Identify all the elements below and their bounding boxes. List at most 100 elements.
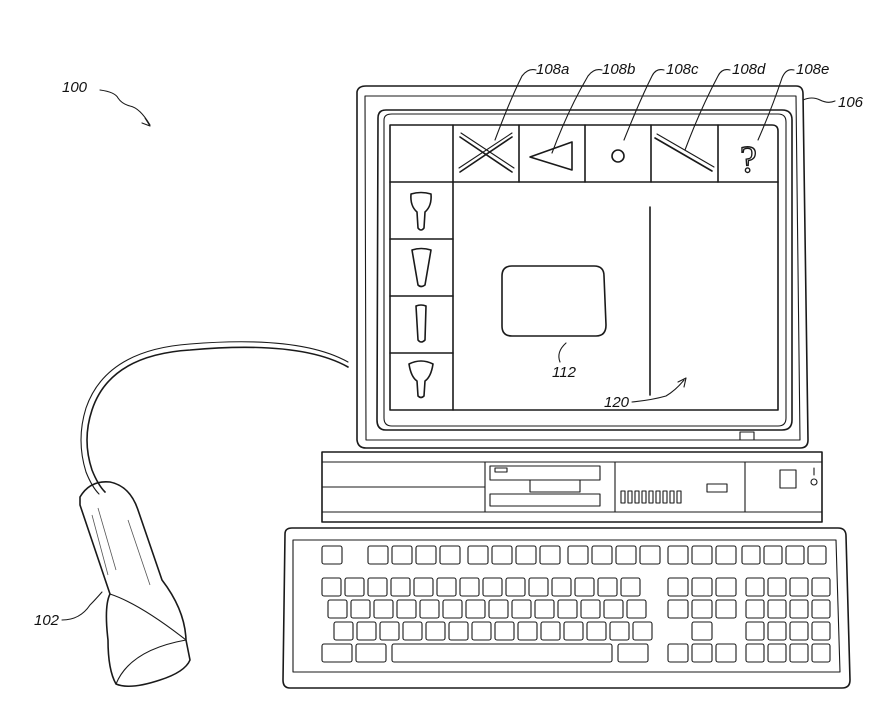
keyboard-key[interactable]	[529, 578, 548, 596]
line-icon[interactable]	[655, 134, 714, 171]
keyboard-key[interactable]	[328, 600, 347, 618]
power-button[interactable]	[811, 479, 817, 485]
keyboard-key[interactable]	[495, 622, 514, 640]
keyboard-key[interactable]	[587, 622, 606, 640]
keyboard-key[interactable]	[692, 600, 712, 618]
keyboard-key[interactable]	[540, 546, 560, 564]
keyboard-key[interactable]	[414, 578, 433, 596]
keyboard-key[interactable]	[668, 644, 688, 662]
keyboard-key[interactable]	[790, 600, 808, 618]
keyboard-key[interactable]	[746, 622, 764, 640]
keyboard-key[interactable]	[403, 622, 422, 640]
keyboard-key[interactable]	[518, 622, 537, 640]
keyboard-key[interactable]	[786, 546, 804, 564]
keyboard-key[interactable]	[483, 578, 502, 596]
keyboard-key[interactable]	[668, 600, 688, 618]
probe-type-4-icon[interactable]	[409, 361, 433, 398]
keyboard-key[interactable]	[357, 622, 376, 640]
close-x-icon[interactable]	[459, 133, 514, 172]
keyboard-key[interactable]	[812, 578, 830, 596]
keyboard-key[interactable]	[468, 546, 488, 564]
keyboard-key[interactable]	[742, 546, 760, 564]
circle-icon[interactable]	[612, 150, 624, 162]
keyboard-key[interactable]	[575, 578, 594, 596]
keyboard-key[interactable]	[716, 600, 736, 618]
keyboard-key[interactable]	[746, 600, 764, 618]
keyboard-key[interactable]	[790, 622, 808, 640]
keyboard-key[interactable]	[492, 546, 512, 564]
keyboard-key[interactable]	[746, 644, 764, 662]
keyboard-key[interactable]	[374, 600, 393, 618]
keyboard-key[interactable]	[322, 578, 341, 596]
keyboard-key[interactable]	[768, 644, 786, 662]
keyboard-key[interactable]	[668, 546, 688, 564]
keyboard-key[interactable]	[416, 546, 436, 564]
keyboard-key[interactable]	[592, 546, 612, 564]
keyboard-key[interactable]	[512, 600, 531, 618]
question-mark-icon[interactable]: ?	[740, 139, 757, 181]
keyboard-key[interactable]	[334, 622, 353, 640]
keyboard-key[interactable]	[746, 578, 764, 596]
keyboard-key[interactable]	[692, 578, 712, 596]
keyboard-key[interactable]	[812, 600, 830, 618]
keyboard-key[interactable]	[568, 546, 588, 564]
keyboard-key[interactable]	[764, 546, 782, 564]
keyboard-key[interactable]	[368, 578, 387, 596]
keyboard-key[interactable]	[535, 600, 554, 618]
keyboard-key[interactable]	[392, 546, 412, 564]
keyboard-key[interactable]	[598, 578, 617, 596]
keyboard-key[interactable]	[768, 600, 786, 618]
keyboard-key[interactable]	[808, 546, 826, 564]
keyboard-key[interactable]	[640, 546, 660, 564]
keyboard-key[interactable]	[472, 622, 491, 640]
ultrasound-probe[interactable]	[80, 482, 190, 686]
keyboard-key[interactable]	[812, 644, 830, 662]
keyboard-key[interactable]	[618, 644, 648, 662]
keyboard-key[interactable]	[790, 644, 808, 662]
keyboard-key[interactable]	[440, 546, 460, 564]
keyboard-key[interactable]	[692, 546, 712, 564]
keyboard-key[interactable]	[516, 546, 536, 564]
keyboard-key[interactable]	[564, 622, 583, 640]
keyboard-key[interactable]	[489, 600, 508, 618]
keyboard-key[interactable]	[397, 600, 416, 618]
keyboard-key[interactable]	[351, 600, 370, 618]
keyboard-key[interactable]	[581, 600, 600, 618]
keyboard-key[interactable]	[790, 578, 808, 596]
keyboard-key[interactable]	[768, 622, 786, 640]
keyboard-key[interactable]	[541, 622, 560, 640]
probe-type-3-icon[interactable]	[416, 305, 426, 342]
keyboard-key[interactable]	[392, 644, 612, 662]
triangle-icon[interactable]	[530, 142, 572, 170]
keyboard-key[interactable]	[368, 546, 388, 564]
reset-button[interactable]	[780, 470, 796, 488]
keyboard-key[interactable]	[692, 644, 712, 662]
keyboard-key[interactable]	[466, 600, 485, 618]
keyboard-key[interactable]	[443, 600, 462, 618]
keyboard-key[interactable]	[437, 578, 456, 596]
keyboard-key[interactable]	[356, 644, 386, 662]
probe-type-2-icon[interactable]	[412, 249, 431, 287]
window-112[interactable]	[502, 266, 606, 336]
keyboard-key[interactable]	[420, 600, 439, 618]
keyboard-key[interactable]	[449, 622, 468, 640]
keyboard-key[interactable]	[345, 578, 364, 596]
keyboard-key[interactable]	[426, 622, 445, 640]
keyboard-key[interactable]	[668, 578, 688, 596]
keyboard-key[interactable]	[692, 622, 712, 640]
keyboard-key[interactable]	[506, 578, 525, 596]
keyboard-key[interactable]	[380, 622, 399, 640]
keyboard-key[interactable]	[604, 600, 623, 618]
keyboard-key[interactable]	[716, 644, 736, 662]
keyboard-key[interactable]	[552, 578, 571, 596]
keyboard-key[interactable]	[633, 622, 652, 640]
keyboard-key[interactable]	[616, 546, 636, 564]
keyboard-key[interactable]	[716, 546, 736, 564]
keyboard-key[interactable]	[322, 644, 352, 662]
keyboard-key[interactable]	[812, 622, 830, 640]
keyboard-key[interactable]	[716, 578, 736, 596]
keyboard-key[interactable]	[558, 600, 577, 618]
keyboard-key[interactable]	[627, 600, 646, 618]
probe-type-1-icon[interactable]	[411, 193, 431, 231]
keyboard-key[interactable]	[322, 546, 342, 564]
